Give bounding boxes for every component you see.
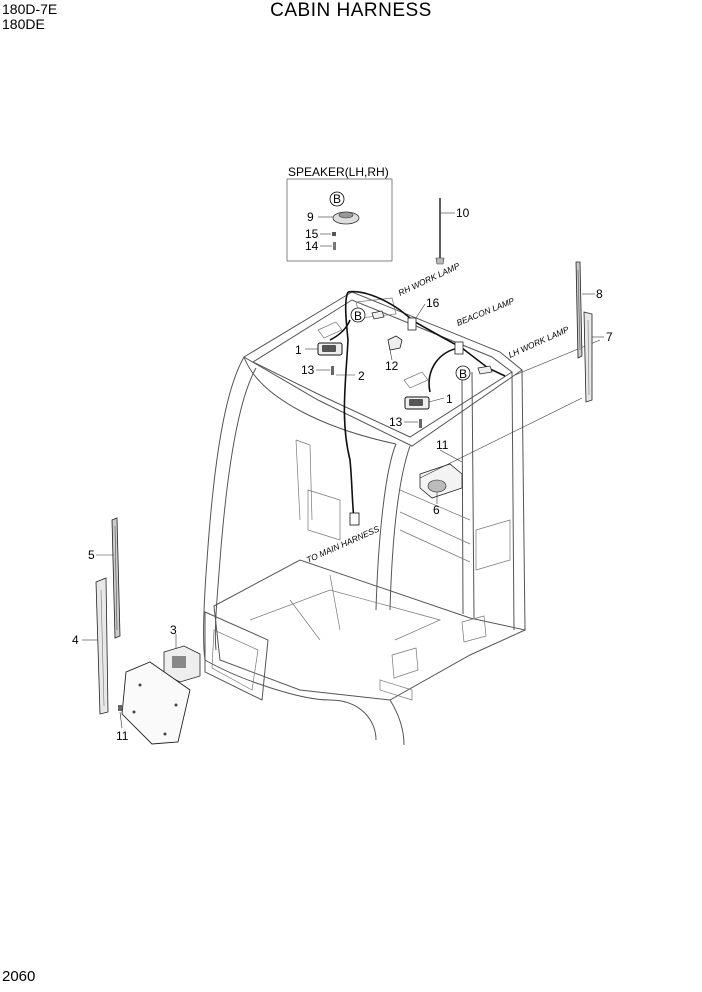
callout-6: 6 [433,503,440,517]
front-wiper-arm [82,577,109,715]
speaker-detail-title: SPEAKER(LH,RH) [288,165,389,179]
speaker-ref-lh-letter: B [459,367,467,381]
speaker-part-9: 9 [307,210,314,224]
wiper-cover-plate [118,661,191,745]
callout-12: 12 [385,359,399,373]
model-code-secondary: 180DE [2,16,45,32]
cabin-harness-wire [329,290,506,526]
callout-3: 3 [170,623,177,637]
main-harness-connector [349,512,360,526]
callout-11-front: 11 [116,729,129,743]
speaker-part-14: 14 [305,239,319,253]
antenna [435,198,455,265]
speaker-ref-lh [455,365,471,381]
note-beacon-lamp: BEACON LAMP [455,295,516,327]
callout-2: 2 [358,369,365,383]
speaker-screw [333,242,336,250]
front-wiper-blade [96,517,121,639]
callout-7: 7 [606,330,613,344]
callout-16: 16 [426,296,440,310]
rear-wiper-arm [583,311,604,403]
note-lh-work-lamp: LH WORK LAMP [507,324,571,360]
speaker-part-15: 15 [305,227,319,241]
callout-13-lh: 13 [389,415,403,429]
callout-8: 8 [596,287,603,301]
speaker-ref-rh-letter: B [354,309,362,323]
callout-10: 10 [456,206,470,220]
speaker-ref-rh [350,307,366,323]
model-code-primary: 180D-7E [2,1,58,17]
callout-5: 5 [88,548,95,562]
rear-wiper-blade [575,261,595,359]
callout-1-lh-lamp: 1 [446,392,453,406]
callout-11-rear: 11 [436,438,449,452]
speaker-clip [332,232,336,236]
note-rh-work-lamp: RH WORK LAMP [397,260,462,297]
speaker-ref-letter: B [333,192,341,206]
wiper-motor [163,634,201,683]
note-to-main-harness: TO MAIN HARNESS [305,524,381,565]
callout-4: 4 [72,633,79,647]
page-title: CABIN HARNESS [270,0,432,21]
page-number: 2060 [2,968,36,985]
callout-13-rh: 13 [301,363,315,377]
speaker-detail-box: SPEAKER(LH,RH) B 9 15 14 [286,165,393,262]
callout-1-rh-lamp: 1 [295,343,302,357]
